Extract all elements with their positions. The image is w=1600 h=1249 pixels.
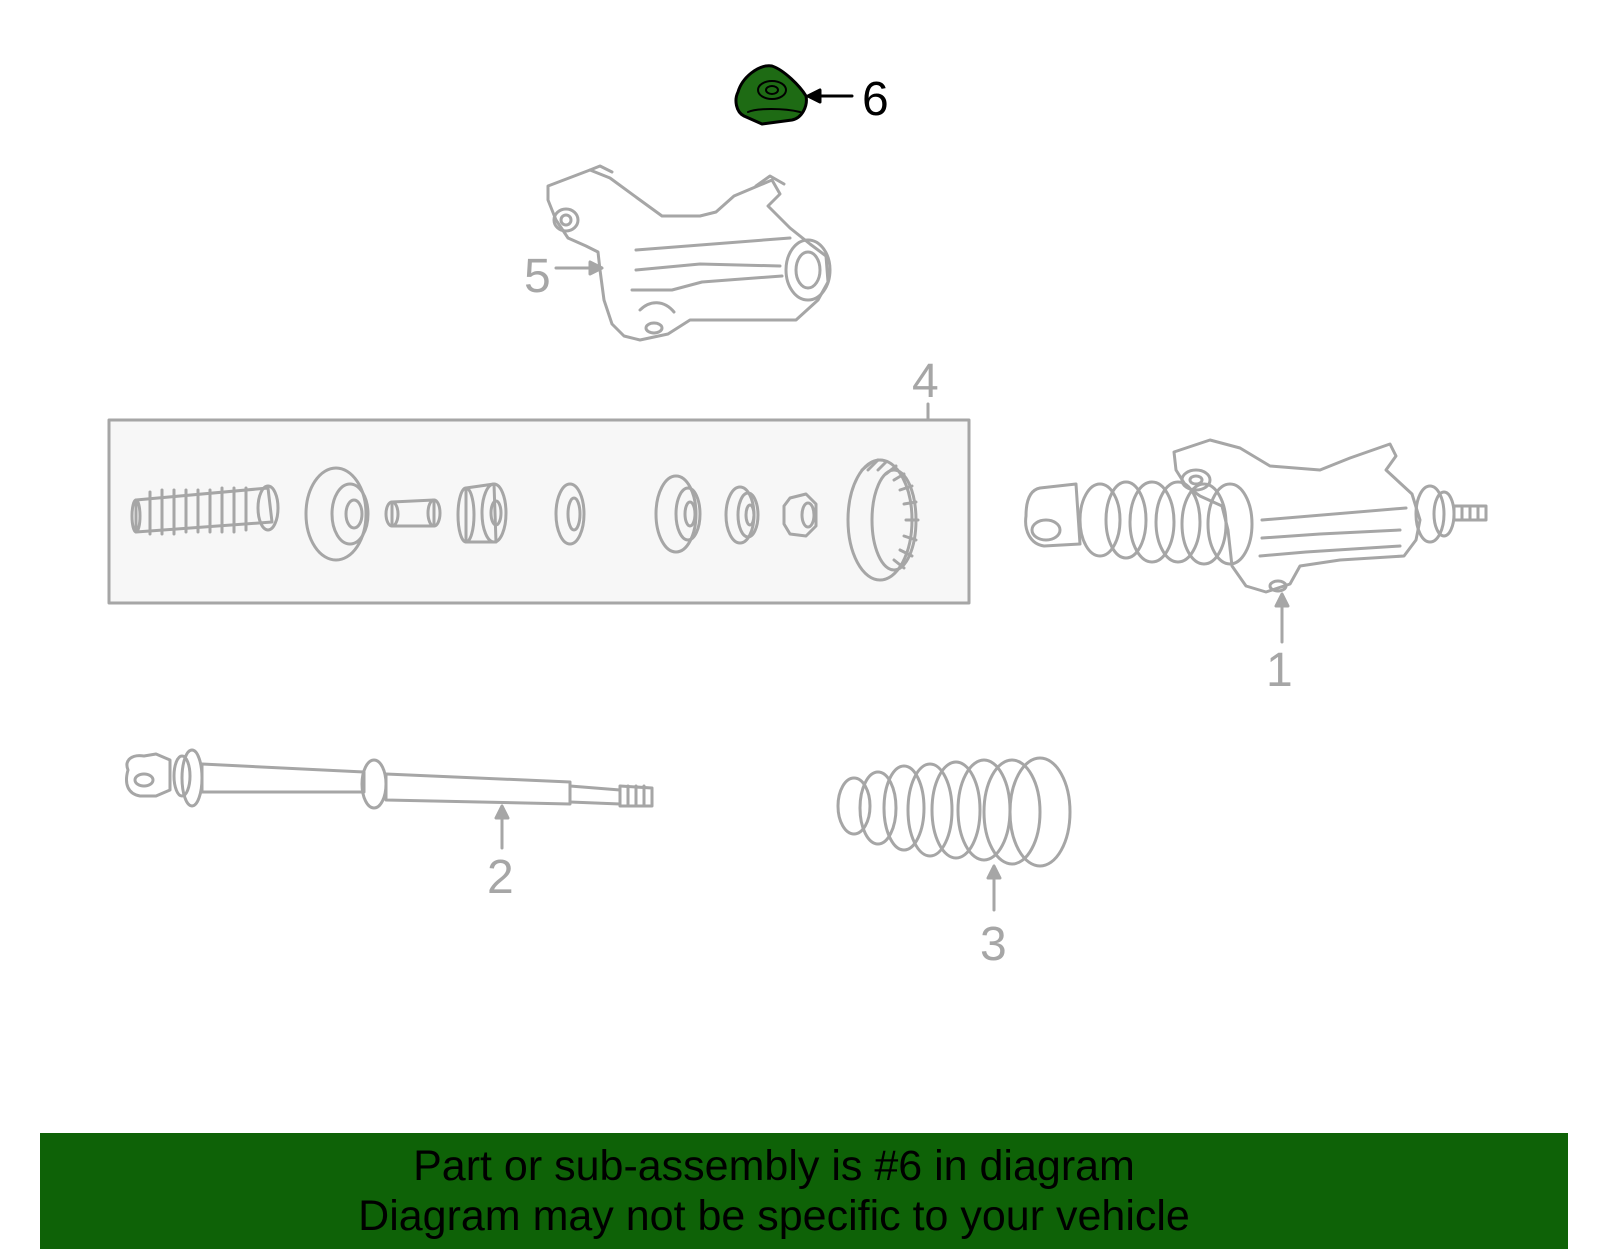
callout-5-label: 5 bbox=[524, 250, 551, 303]
callout-1-label: 1 bbox=[1266, 644, 1293, 697]
callout-6-arrow bbox=[806, 88, 854, 104]
part-1-strut-assembly[interactable] bbox=[1024, 438, 1488, 594]
banner-line-2: Diagram may not be specific to your vehi… bbox=[358, 1192, 1190, 1240]
kit-box bbox=[107, 418, 971, 605]
part-2-shock-absorber[interactable] bbox=[125, 748, 654, 810]
callout-5-arrow bbox=[554, 260, 604, 276]
part-3-coil-spring[interactable] bbox=[836, 756, 1072, 868]
callout-4-label: 4 bbox=[912, 355, 939, 408]
part-6-hole-inner bbox=[765, 85, 779, 95]
callout-3-label: 3 bbox=[980, 918, 1007, 971]
info-banner: Part or sub-assembly is #6 in diagram Di… bbox=[40, 1133, 1568, 1249]
part-6-mount[interactable] bbox=[734, 64, 808, 126]
callout-2-arrow bbox=[494, 804, 510, 850]
callout-1-arrow bbox=[1274, 592, 1290, 644]
callout-3-arrow bbox=[986, 864, 1002, 912]
part-5-upper-control-arm[interactable] bbox=[546, 164, 832, 342]
callout-2-label: 2 bbox=[487, 851, 514, 904]
callout-6-label: 6 bbox=[862, 73, 889, 126]
part-4-kit[interactable] bbox=[107, 402, 971, 605]
banner-line-1: Part or sub-assembly is #6 in diagram bbox=[413, 1142, 1135, 1190]
